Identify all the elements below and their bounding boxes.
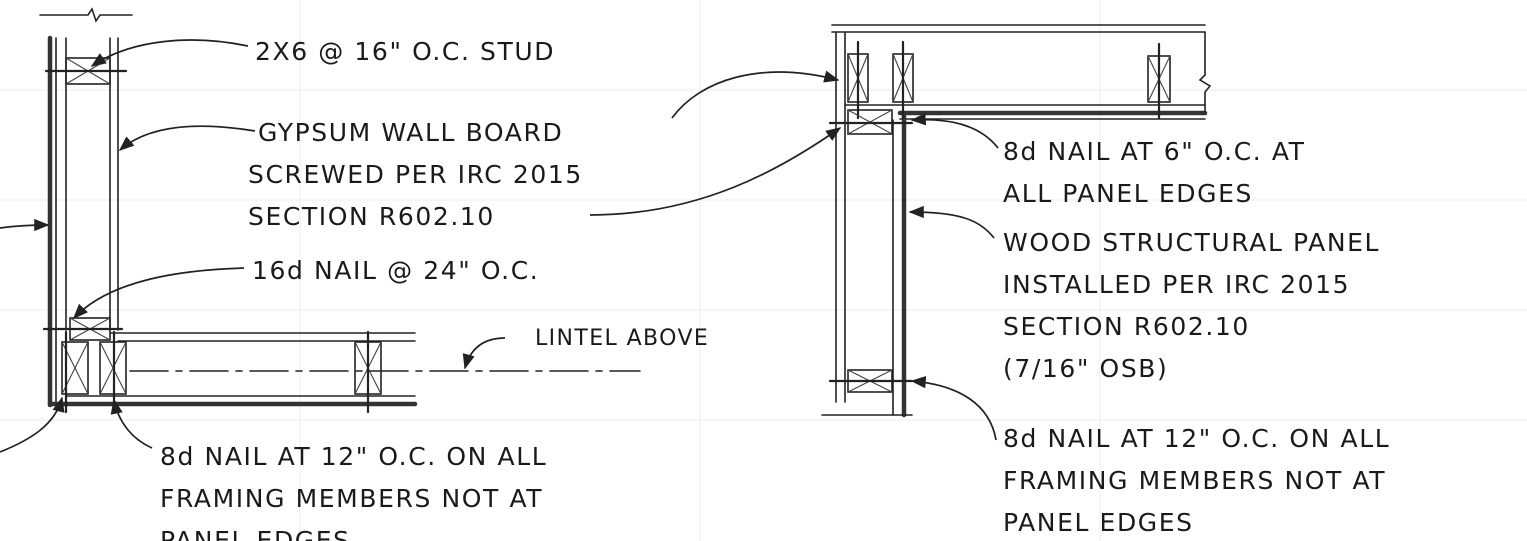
stud-spacing-note: 2X6 @ 16" O.C. STUD [255,37,555,66]
left-nail-12-note-line-2: FRAMING MEMBERS NOT AT [160,484,543,513]
gypsum-note-line-3: SECTION R602.10 [248,202,495,231]
gypsum-note-line-1: GYPSUM WALL BOARD [258,118,563,147]
left-nail-12-note-line-3: PANEL EDGES [160,526,351,541]
lintel-note: LINTEL ABOVE [535,326,709,351]
right-nail-12-note-line-3: PANEL EDGES [1003,508,1194,537]
nail-6-note-line-2: ALL PANEL EDGES [1003,179,1253,208]
left-wall-detail [0,7,641,453]
panel-note-line-3: SECTION R602.10 [1003,312,1250,341]
left-nail-12-note-line-1: 8d NAIL AT 12" O.C. ON ALL [160,442,547,471]
panel-note-line-1: WOOD STRUCTURAL PANEL [1003,228,1380,257]
right-nail-12-note-line-2: FRAMING MEMBERS NOT AT [1003,466,1386,495]
right-nail-12-note-line-1: 8d NAIL AT 12" O.C. ON ALL [1003,424,1390,453]
right-wall-detail [589,24,1212,441]
panel-note-line-4: (7/16" OSB) [1003,354,1168,383]
nail-16d-note: 16d NAIL @ 24" O.C. [252,256,539,285]
gypsum-note-line-2: SCREWED PER IRC 2015 [248,160,583,189]
nail-6-note-line-1: 8d NAIL AT 6" O.C. AT [1003,137,1306,166]
panel-note-line-2: INSTALLED PER IRC 2015 [1003,270,1350,299]
